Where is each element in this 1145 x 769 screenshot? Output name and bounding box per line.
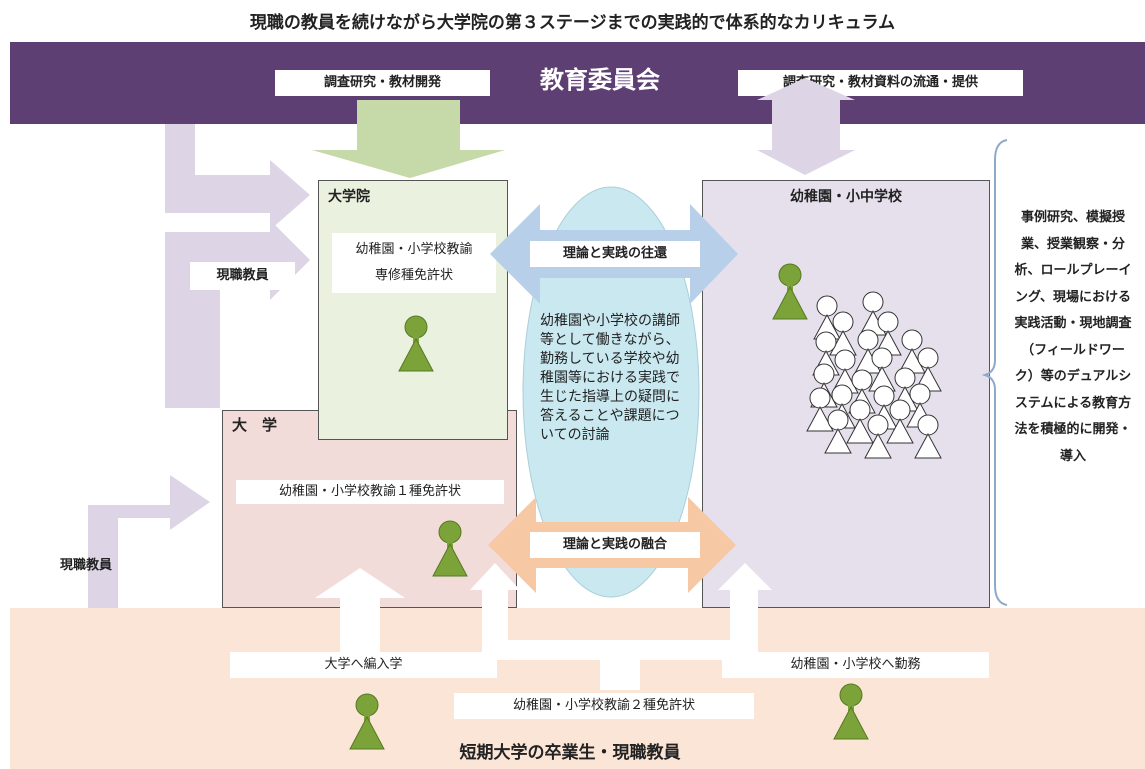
teacher-arrow-univ-shaft bbox=[88, 505, 118, 608]
bottom-name: 短期大学の卒業生・現職教員 bbox=[459, 743, 681, 763]
discussion-text: 幼稚園や小学校の講師等として働きながら、勤務している学校や幼稚園等における実践で… bbox=[540, 313, 680, 443]
person-icon-schools bbox=[772, 263, 808, 320]
graduate-license-line2: 専修種免許状 bbox=[374, 268, 453, 283]
graduate-box bbox=[318, 180, 508, 440]
bottom-license-label: 幼稚園・小学校教諭２種免許状 bbox=[454, 693, 754, 719]
current-teacher-label: 現職教員 bbox=[190, 262, 295, 290]
round-trip-label: 理論と実践の往還 bbox=[530, 241, 700, 267]
graduate-license-line1: 幼稚園・小学校教諭 bbox=[355, 242, 473, 257]
graduate-name: 大学院 bbox=[328, 189, 370, 205]
bottom-band bbox=[10, 608, 1145, 769]
transfer-arrow bbox=[315, 568, 405, 660]
green-arrow bbox=[312, 100, 505, 178]
person-icon-graduate bbox=[398, 315, 434, 372]
university-name: 大 学 bbox=[232, 416, 278, 434]
teacher-arrow-univ bbox=[88, 475, 210, 608]
person-icon-bottom-left bbox=[349, 693, 385, 750]
student-crowd-icon bbox=[806, 291, 942, 459]
board-left-tag: 調査研究・教材開発 bbox=[275, 70, 490, 96]
person-icon-bottom-right bbox=[833, 683, 869, 740]
university-license: 幼稚園・小学校教諭１種免許状 bbox=[236, 480, 504, 504]
license-arrow-stem bbox=[600, 660, 640, 690]
teacher-arrow-top bbox=[165, 124, 310, 230]
board-school-arrow bbox=[757, 78, 855, 175]
fusion-label: 理論と実践の融合 bbox=[530, 532, 700, 558]
graduate-license: 幼稚園・小学校教諭 専修種免許状 bbox=[332, 233, 496, 293]
current-teacher-label-2: 現職教員 bbox=[60, 558, 113, 573]
diagram-title: 現職の教員を続けながら大学院の第３ステージまでの実践的で体系的なカリキュラム bbox=[249, 13, 896, 33]
person-icon-university bbox=[432, 520, 468, 577]
side-brace bbox=[981, 139, 1008, 606]
side-note: 事例研究、模擬授業、授業観察・分析、ロールプレーイング、現場における実践活動・現… bbox=[1014, 210, 1132, 464]
transfer-label: 大学へ編入学 bbox=[230, 652, 497, 678]
employment-arrow-right bbox=[718, 563, 772, 660]
discussion-ellipse bbox=[522, 186, 700, 598]
board-name: 教育委員会 bbox=[540, 66, 660, 94]
employment-arrow-left bbox=[470, 563, 735, 660]
employment-label: 幼稚園・小学校へ勤務 bbox=[722, 652, 989, 678]
schools-name: 幼稚園・小中学校 bbox=[790, 189, 902, 205]
